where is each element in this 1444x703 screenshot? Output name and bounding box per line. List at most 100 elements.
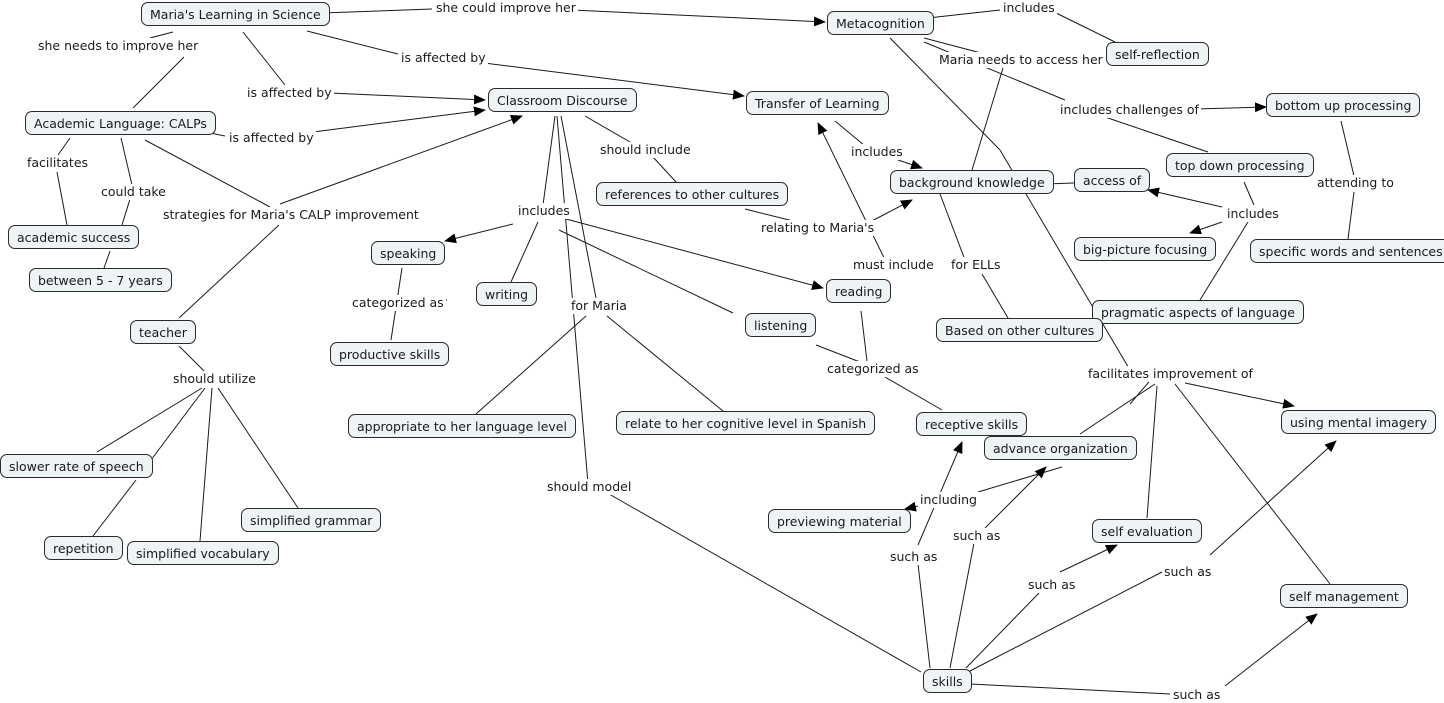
connector-line <box>542 115 556 206</box>
connector-line <box>558 229 734 314</box>
concept-advance-organization[interactable]: advance organization <box>984 436 1137 460</box>
link-for-maria: for Maria <box>569 298 629 314</box>
connector-line <box>923 41 1066 101</box>
concept-self-management[interactable]: self management <box>1280 584 1408 608</box>
concept-previewing-material[interactable]: previewing material <box>768 509 911 533</box>
concept-reading[interactable]: reading <box>826 279 892 303</box>
concept-simplified-vocabulary[interactable]: simplified vocabulary <box>127 541 279 565</box>
connector-line <box>977 466 1063 493</box>
link-she-could-improve-her: she could improve her <box>434 0 578 16</box>
connector-line <box>510 221 539 283</box>
connector-line <box>475 315 587 415</box>
concept-based-on-other-cultures[interactable]: Based on other cultures <box>936 318 1104 342</box>
link-should-utilize: should utilize <box>171 371 258 387</box>
concept-repetition[interactable]: repetition <box>44 536 123 560</box>
connector-arrow <box>817 122 891 271</box>
connector-line <box>1199 221 1249 301</box>
connector-arrow <box>1189 221 1223 235</box>
connector-arrow <box>984 466 1047 529</box>
link-categorized-as-receptive: categorized as <box>825 361 921 377</box>
connector-line <box>178 345 206 373</box>
link-is-affected-by-calps: is affected by <box>227 130 316 146</box>
concept-simplified-grammar[interactable]: simplified grammar <box>241 508 382 532</box>
concept-specific-words-and-sentences[interactable]: specific words and sentences <box>1250 239 1444 263</box>
connector-line <box>121 198 131 226</box>
concept-appropriate-to-her-language-level[interactable]: appropriate to her language level <box>348 414 576 438</box>
concept-top-down-processing[interactable]: top down processing <box>1166 153 1314 177</box>
connector-arrow <box>312 106 486 133</box>
connector-line <box>144 139 271 208</box>
link-such-as-receptive: such as <box>888 549 940 565</box>
concept-receptive-skills[interactable]: receptive skills <box>916 412 1028 436</box>
link-is-affected-by-transfer: is affected by <box>399 50 488 66</box>
connector-line <box>57 137 71 156</box>
connector-arrow <box>897 159 923 170</box>
connector-arrow <box>1194 102 1267 113</box>
connector-arrow <box>565 218 824 290</box>
link-for-ells: for ELLs <box>949 257 1003 273</box>
connector-line <box>217 387 299 509</box>
connector-line <box>1104 116 1209 153</box>
connector-line <box>1243 181 1255 206</box>
link-facilitates-improvement-of: facilitates improvement of <box>1086 366 1255 382</box>
connector-line <box>306 30 399 55</box>
concept-listening[interactable]: listening <box>745 313 817 337</box>
concept-big-picture-focusing[interactable]: big-picture focusing <box>1074 237 1217 261</box>
concept-pragmatic-aspects-of-language[interactable]: pragmatic aspects of language <box>1092 300 1305 324</box>
concept-self-evaluation[interactable]: self evaluation <box>1092 519 1202 543</box>
concept-self-reflection[interactable]: self-reflection <box>1106 42 1209 66</box>
connector-line <box>744 208 798 223</box>
connector-line <box>965 591 1041 669</box>
link-attending-to: attending to <box>1315 175 1396 191</box>
concept-metacognition[interactable]: Metacognition <box>827 11 934 35</box>
connector-line <box>1347 191 1355 240</box>
connector-line <box>1049 9 1116 43</box>
connector-arrow <box>1224 613 1318 687</box>
concept-teacher[interactable]: teacher <box>130 320 196 344</box>
link-categorized-as-productive: categorized as <box>350 295 446 311</box>
concept-speaking[interactable]: speaking <box>371 241 446 265</box>
concept-skills[interactable]: skills <box>923 669 972 693</box>
link-facilitates: facilitates <box>25 155 91 171</box>
link-is-affected-by-discourse: is affected by <box>245 85 334 101</box>
link-such-as-self-management: such as <box>1171 687 1223 703</box>
concept-classroom-discourse[interactable]: Classroom Discourse <box>488 88 637 112</box>
concept-relate-to-her-cognitive-level-in-spanish[interactable]: relate to her cognitive level in Spanish <box>616 411 876 435</box>
connector-arrow <box>1147 187 1223 208</box>
concept-transfer-of-learning[interactable]: Transfer of Learning <box>746 91 889 115</box>
concept-access-of[interactable]: access of <box>1074 168 1151 192</box>
concept-background-knowledge[interactable]: background knowledge <box>890 170 1054 194</box>
connector-line <box>1340 120 1355 177</box>
concept-bottom-up-processing[interactable]: bottom up processing <box>1266 93 1421 117</box>
concept-between-5-7-years[interactable]: between 5 - 7 years <box>29 268 172 292</box>
connector-line <box>178 224 280 319</box>
connector-line <box>1174 383 1331 585</box>
concept-writing[interactable]: writing <box>476 282 538 306</box>
concept-academic-language-calps[interactable]: Academic Language: CALPs <box>25 111 216 135</box>
connector-arrow <box>1184 382 1295 409</box>
connector-arrow <box>279 115 523 205</box>
concept-marias-learning-in-science[interactable]: Maria's Learning in Science <box>141 2 330 26</box>
concept-academic-success[interactable]: academic success <box>8 225 140 249</box>
connector-line <box>884 376 943 411</box>
connector-line <box>815 344 861 363</box>
connector-line <box>242 31 286 86</box>
connector-line <box>132 56 185 109</box>
link-includes-challenges-of: includes challenges of <box>1058 102 1201 118</box>
concept-productive-skills[interactable]: productive skills <box>330 342 450 366</box>
connector-arrow <box>483 62 745 100</box>
connector-line <box>927 9 1001 19</box>
connector-line <box>56 171 68 226</box>
link-such-as-self-evaluation: such as <box>1026 577 1078 593</box>
concept-references-to-other-cultures[interactable]: references to other cultures <box>596 182 789 206</box>
connector-arrow <box>867 199 913 224</box>
connector-arrow <box>1059 544 1118 573</box>
connector-line <box>981 273 1009 319</box>
connector-arrow <box>1209 440 1337 556</box>
connector-line <box>199 387 213 542</box>
concept-using-mental-imagery[interactable]: using mental imagery <box>1281 410 1437 434</box>
connector-line <box>860 310 868 362</box>
concept-slower-rate-of-speech[interactable]: slower rate of speech <box>0 454 153 478</box>
